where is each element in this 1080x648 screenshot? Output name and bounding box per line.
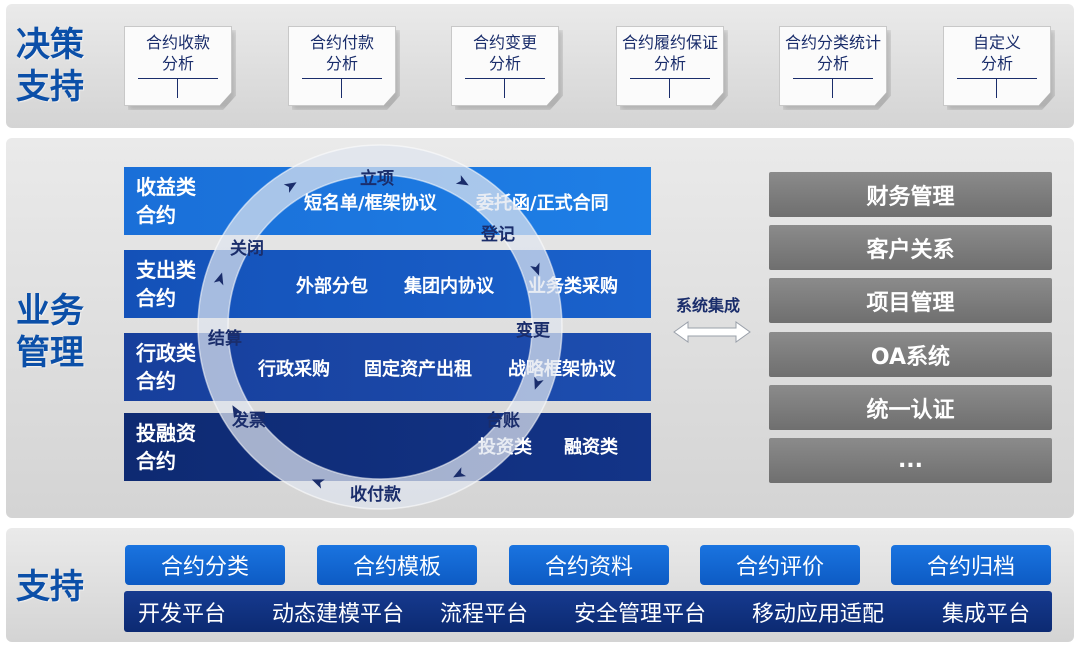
doc-line xyxy=(138,78,218,79)
expense-contract-row[interactable]: 支出类 合约 外部分包 集团内协议 业务类采购 xyxy=(124,250,651,318)
support-item[interactable]: 合约分类 xyxy=(125,545,285,585)
admin-contract-row[interactable]: 行政类 合约 行政采购 固定资产出租 战略框架协议 xyxy=(124,333,651,401)
doc-line xyxy=(504,78,505,98)
row-item[interactable]: 委托函/正式合同 xyxy=(476,193,609,214)
cycle-stage-settlement[interactable]: 结算 xyxy=(208,329,242,349)
platform-item[interactable]: 集成平台 xyxy=(942,601,1031,627)
doc-line xyxy=(996,78,997,98)
double-arrow-icon xyxy=(673,321,751,343)
analysis-doc[interactable]: 合约付款 分析 xyxy=(288,26,396,106)
row-item[interactable]: 融资类 xyxy=(564,437,618,458)
row-item[interactable]: 战略框架协议 xyxy=(508,359,616,380)
row-item[interactable]: 业务类采购 xyxy=(528,276,618,297)
platform-bar: 开发平台 动态建模平台 流程平台 安全管理平台 移动应用适配 集成平台 xyxy=(124,591,1052,632)
cycle-stage-invoice[interactable]: 发票 xyxy=(232,411,266,431)
doc-line xyxy=(832,78,833,98)
system-box[interactable]: 客户关系 xyxy=(769,225,1052,270)
analysis-doc-label: 合约付款 分析 xyxy=(309,33,374,73)
doc-line xyxy=(793,78,873,79)
row-label: 投融资 合约 xyxy=(136,421,196,473)
doc-line xyxy=(465,78,545,79)
system-box[interactable]: ... xyxy=(769,438,1052,483)
analysis-doc[interactable]: 合约变更 分析 xyxy=(451,26,559,106)
system-box[interactable]: OA系统 xyxy=(769,332,1052,377)
analysis-doc-label: 合约收款 分析 xyxy=(145,33,210,73)
analysis-doc[interactable]: 合约分类统计 分析 xyxy=(779,26,887,106)
analysis-doc-label: 合约变更 分析 xyxy=(472,33,537,73)
row-item[interactable]: 短名单/框架协议 xyxy=(304,193,437,214)
platform-item[interactable]: 动态建模平台 xyxy=(272,601,405,627)
doc-line xyxy=(669,78,670,98)
support-item[interactable]: 合约模板 xyxy=(317,545,477,585)
investment-contract-row[interactable]: 投融资 合约 投资类 融资类 xyxy=(124,413,651,481)
analysis-doc-label: 合约分类统计 分析 xyxy=(784,33,881,73)
integration-label: 系统集成 xyxy=(676,296,741,315)
analysis-doc[interactable]: 自定义 分析 xyxy=(943,26,1051,106)
analysis-doc-label: 自定义 分析 xyxy=(972,33,1021,73)
doc-line xyxy=(177,78,178,98)
doc-line xyxy=(341,78,342,98)
system-box[interactable]: 财务管理 xyxy=(769,172,1052,217)
analysis-doc[interactable]: 合约履约保证 分析 xyxy=(616,26,724,106)
doc-line xyxy=(302,78,382,79)
platform-item[interactable]: 移动应用适配 xyxy=(752,601,885,627)
support-item[interactable]: 合约归档 xyxy=(891,545,1051,585)
row-item[interactable]: 投资类 xyxy=(478,437,532,458)
row-item[interactable]: 固定资产出租 xyxy=(364,359,472,380)
row-item[interactable]: 外部分包 xyxy=(296,276,368,297)
support-item[interactable]: 合约评价 xyxy=(700,545,860,585)
doc-line xyxy=(630,78,710,79)
cycle-stage-payment[interactable]: 收付款 xyxy=(350,485,401,505)
row-item[interactable]: 行政采购 xyxy=(258,359,330,380)
row-label: 收益类 合约 xyxy=(136,175,196,227)
platform-item[interactable]: 开发平台 xyxy=(138,601,227,627)
support-label: 支持 xyxy=(16,567,84,607)
platform-item[interactable]: 流程平台 xyxy=(440,601,529,627)
cycle-stage-ledger[interactable]: 台账 xyxy=(486,411,520,431)
analysis-doc-label: 合约履约保证 分析 xyxy=(621,33,718,73)
support-item[interactable]: 合约资料 xyxy=(509,545,669,585)
row-label: 支出类 合约 xyxy=(136,258,196,310)
cycle-stage-close[interactable]: 关闭 xyxy=(230,239,264,259)
system-box[interactable]: 统一认证 xyxy=(769,385,1052,430)
cycle-stage-change[interactable]: 变更 xyxy=(516,321,550,341)
decision-support-label: 决策 支持 xyxy=(16,25,84,107)
cycle-stage-initiation[interactable]: 立项 xyxy=(360,169,394,189)
business-management-label: 业务 管理 xyxy=(16,291,84,373)
row-label: 行政类 合约 xyxy=(136,341,196,393)
cycle-stage-registration[interactable]: 登记 xyxy=(481,225,515,245)
platform-item[interactable]: 安全管理平台 xyxy=(574,601,707,627)
system-box[interactable]: 项目管理 xyxy=(769,278,1052,323)
analysis-doc[interactable]: 合约收款 分析 xyxy=(124,26,232,106)
row-item[interactable]: 集团内协议 xyxy=(404,276,494,297)
doc-line xyxy=(957,78,1037,79)
